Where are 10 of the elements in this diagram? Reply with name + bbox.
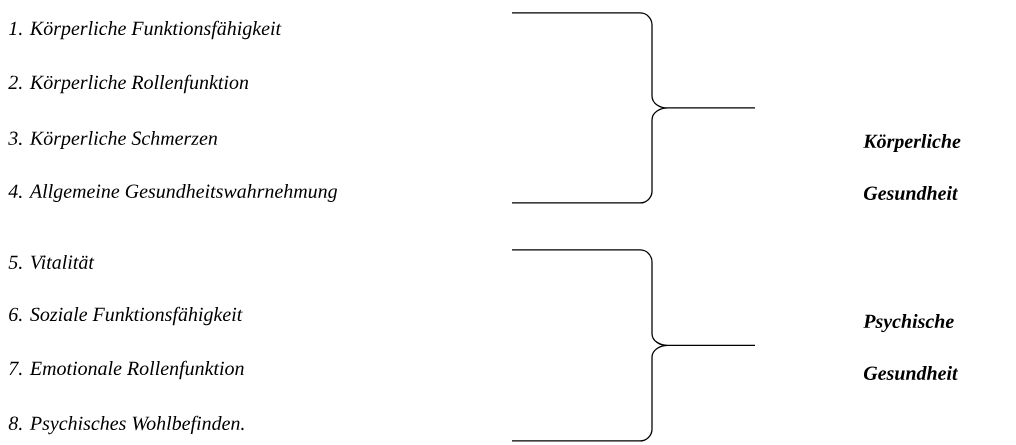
list-item: 5. Vitalität [8,254,95,270]
list-item: 8. Psychisches Wohlbefinden. [8,415,244,435]
category-label: Körperliche Gesundheit [863,134,961,200]
list-item: 2. Körperliche Rollenfunktion [8,74,249,94]
list-item: 6. Soziale Funktionsfähigkeit [9,306,243,326]
list-item: 1. Körperliche Funktionsfähigkeit [9,20,282,40]
list-item: 4. Allgemeine Gesundheitswahrnehmung [8,183,338,203]
list-item: 3. Körperliche Schmerzen [8,130,218,150]
list-item: 7. Emotionale Rollenfunktion [9,360,244,380]
category-label: Psychische Gesundheit [863,314,959,380]
